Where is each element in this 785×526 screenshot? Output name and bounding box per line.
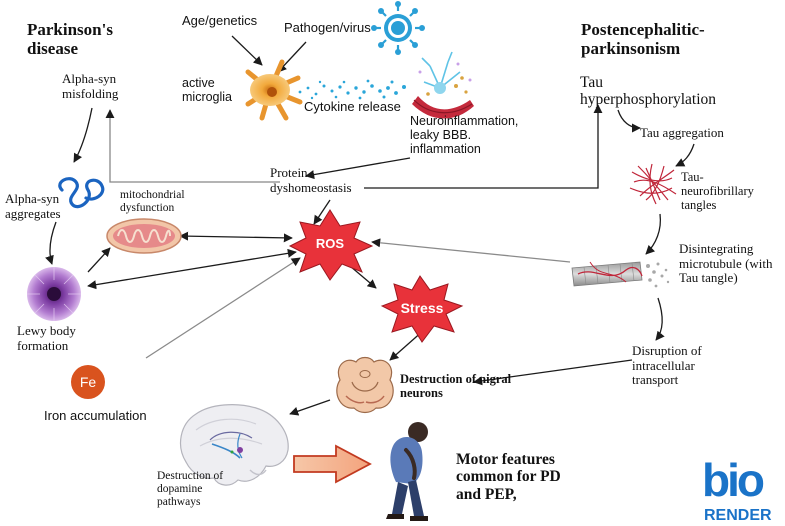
- label-age-genetics: Age/genetics: [182, 13, 258, 28]
- section-title-postencephalitic: Postencephalitic-parkinsonism: [581, 20, 705, 59]
- microglia-icon: [245, 59, 303, 121]
- label-disruption-transport: Disruption of intracellular transport: [632, 343, 702, 388]
- label-protein-dyshomeostasis: Protein dyshomeostasis: [270, 165, 352, 195]
- arrow-lewy-to-mito: [87, 247, 111, 273]
- label-fe: Fe: [79, 374, 97, 390]
- label-mitochondrial-dysfunction: mitochondrial dysfunction: [120, 189, 185, 214]
- label-tau-hyperphosphorylation: Tau hyperphosphorylation: [580, 74, 717, 109]
- label-cytokine-release: Cytokine release: [304, 99, 401, 114]
- label-destruction-dopamine: Destruction of dopamine pathways: [157, 470, 224, 508]
- arrow-iron-to-ros: [145, 257, 301, 359]
- arrow-protein-to-alphasyn: [105, 109, 280, 183]
- logo-render-text: RENDER: [704, 507, 772, 524]
- alpha-syn-aggregate-icon: [58, 177, 105, 209]
- blood-vessel-icon: [412, 51, 474, 119]
- big-orange-arrow: [293, 444, 372, 484]
- ros-burst-icon: [288, 209, 374, 281]
- logo-bio-text: bio: [702, 454, 764, 506]
- brain-sagittal-icon: [179, 404, 289, 486]
- label-destruction-nigral: Destruction of nigral neurons: [400, 372, 512, 400]
- arrow-aggregates-to-lewy: [45, 221, 57, 265]
- arrow-age-to-microglia: [231, 35, 263, 66]
- virus-icon: [371, 1, 425, 55]
- fe-circle-icon: [71, 365, 105, 399]
- stress-burst-icon: [380, 275, 464, 343]
- arrow-protein-to-ros: [313, 199, 331, 225]
- arrow-neuroinflammation-to-protein: [305, 157, 411, 180]
- arrow-aggregation-to-tangles: [675, 143, 695, 167]
- elderly-figure-icon: [386, 422, 428, 521]
- label-ros: ROS: [315, 236, 345, 251]
- arrow-microtubule-to-disruption: [655, 297, 665, 341]
- arrow-disruption-to-nigral: [473, 359, 633, 386]
- arrow-protein-to-tau: [364, 104, 603, 189]
- label-iron-accumulation: Iron accumulation: [44, 408, 147, 423]
- label-tau-aggregation: Tau aggregation: [640, 125, 724, 140]
- arrow-pathogen-to-microglia: [277, 41, 307, 73]
- connector-arrows: [45, 35, 695, 416]
- label-motor-features: Motor features common for PD and PEP,: [456, 451, 561, 503]
- arrow-lewy-ros: [87, 248, 297, 290]
- label-alpha-syn-aggregates: Alpha-syn aggregates: [5, 191, 61, 221]
- label-pathogen-virus: Pathogen/virus: [284, 20, 371, 35]
- arrow-ros-to-stress: [349, 265, 377, 289]
- label-active-microglia: active microglia: [182, 76, 233, 104]
- arrow-tangles-to-microtubule: [645, 213, 662, 255]
- lewy-body-icon: [27, 267, 81, 321]
- label-alpha-syn-misfolding: Alpha-syn misfolding: [62, 71, 119, 101]
- arrow-nigral-to-brain: [289, 399, 331, 416]
- label-neuroinflammation: Neuroinflammation, leaky BBB. inflammati…: [410, 114, 519, 156]
- tau-tangle-icon: [629, 163, 677, 205]
- label-lewy-body-formation: Lewy body formation: [17, 323, 76, 353]
- arrow-microtubule-to-ros: [371, 238, 571, 263]
- section-title-parkinsons: Parkinson's disease: [27, 20, 113, 59]
- label-disintegrating-microtubule: Disintegrating microtubule (with Tau tan…: [679, 241, 773, 286]
- substantia-nigra-icon: [336, 356, 394, 414]
- label-stress: Stress: [400, 300, 444, 316]
- mitochondria-icon: [106, 218, 182, 254]
- label-tau-tangles: Tau-neurofibrillary tangles: [681, 170, 754, 212]
- arrow-tauhyper-to-aggregation: [617, 109, 641, 133]
- biorender-logo-mark: bio RENDER: [702, 454, 772, 524]
- microtubule-icon: [571, 261, 670, 288]
- cytokine-release-dots: [298, 79, 406, 100]
- arrow-misfolding-to-aggregates: [73, 107, 93, 163]
- arrow-mito-ros: [179, 231, 293, 243]
